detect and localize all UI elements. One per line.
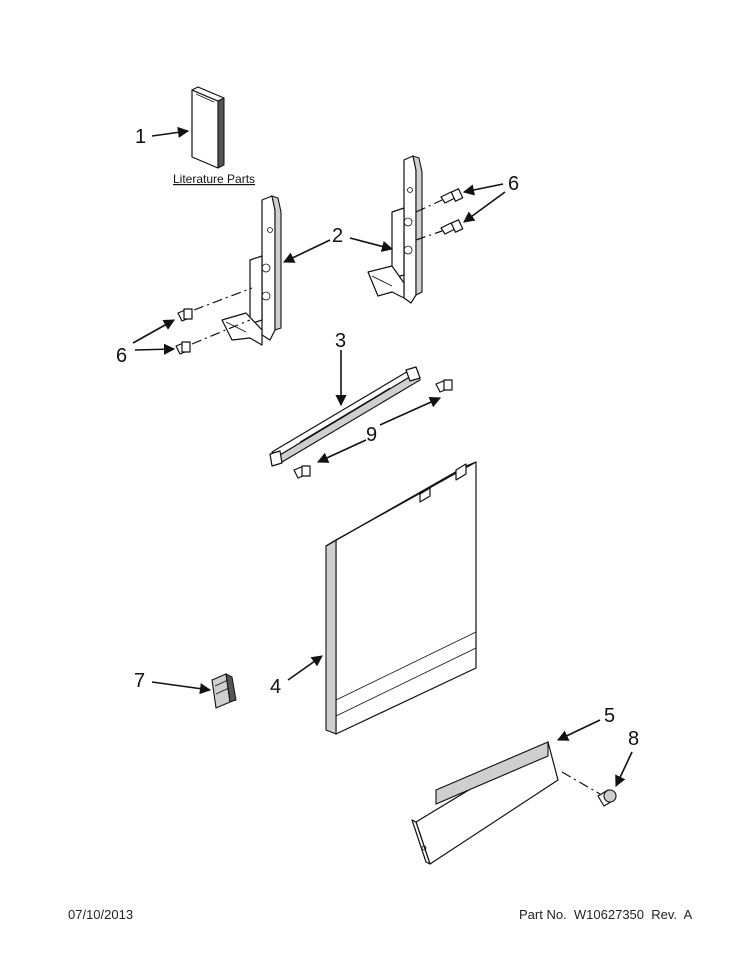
rail-screw-lower: [293, 465, 311, 479]
leader-8: [615, 751, 633, 788]
leader-7: [151, 681, 212, 695]
callout-6-upper: 6: [508, 173, 519, 195]
door-rail: [269, 366, 421, 467]
leader-1: [151, 126, 190, 138]
callout-4: 4: [270, 676, 281, 698]
left-hinge-bracket: [221, 195, 282, 346]
outer-door-panel: [325, 461, 477, 735]
callout-5: 5: [604, 705, 615, 727]
door-clip: [211, 673, 237, 709]
right-hinge-bracket: [367, 155, 423, 304]
callout-3: 3: [335, 330, 346, 352]
callout-2: 2: [332, 225, 343, 247]
screw-lower-2: [175, 341, 191, 355]
leader-2-left: [282, 239, 331, 263]
leader-6-lower-b: [134, 343, 176, 355]
dash-screw-upper-2: [415, 230, 443, 241]
leader-6-upper-a: [462, 183, 504, 196]
screw-upper-1: [440, 188, 464, 204]
callout-8: 8: [628, 728, 639, 750]
leader-9-upper: [379, 397, 442, 426]
leader-5: [556, 719, 601, 741]
literature-parts-label: Literature Parts: [173, 172, 255, 186]
literature-booklet: [191, 86, 225, 169]
screw-lower-1: [177, 308, 193, 322]
kick-plate: [411, 741, 559, 865]
callout-1: 1: [135, 126, 146, 148]
leader-6-upper-b: [463, 191, 506, 223]
dash-screw-8: [561, 771, 601, 795]
leader-4: [287, 655, 323, 681]
kick-plate-screw: [597, 789, 617, 807]
callout-7: 7: [134, 670, 145, 692]
leader-6-lower-a: [132, 319, 175, 344]
screw-upper-2: [440, 219, 464, 235]
dash-screw-upper-1: [415, 199, 443, 213]
callout-9: 9: [366, 424, 377, 446]
callout-6-lower: 6: [116, 345, 127, 367]
footer-date: 07/10/2013: [68, 907, 134, 922]
rail-screw-upper: [435, 379, 453, 393]
leader-9-lower: [316, 439, 367, 463]
dash-screw-lower-1: [193, 287, 253, 311]
footer-part-number: Part No. W10627350 Rev. A: [519, 907, 693, 922]
leader-2-right: [349, 237, 394, 252]
